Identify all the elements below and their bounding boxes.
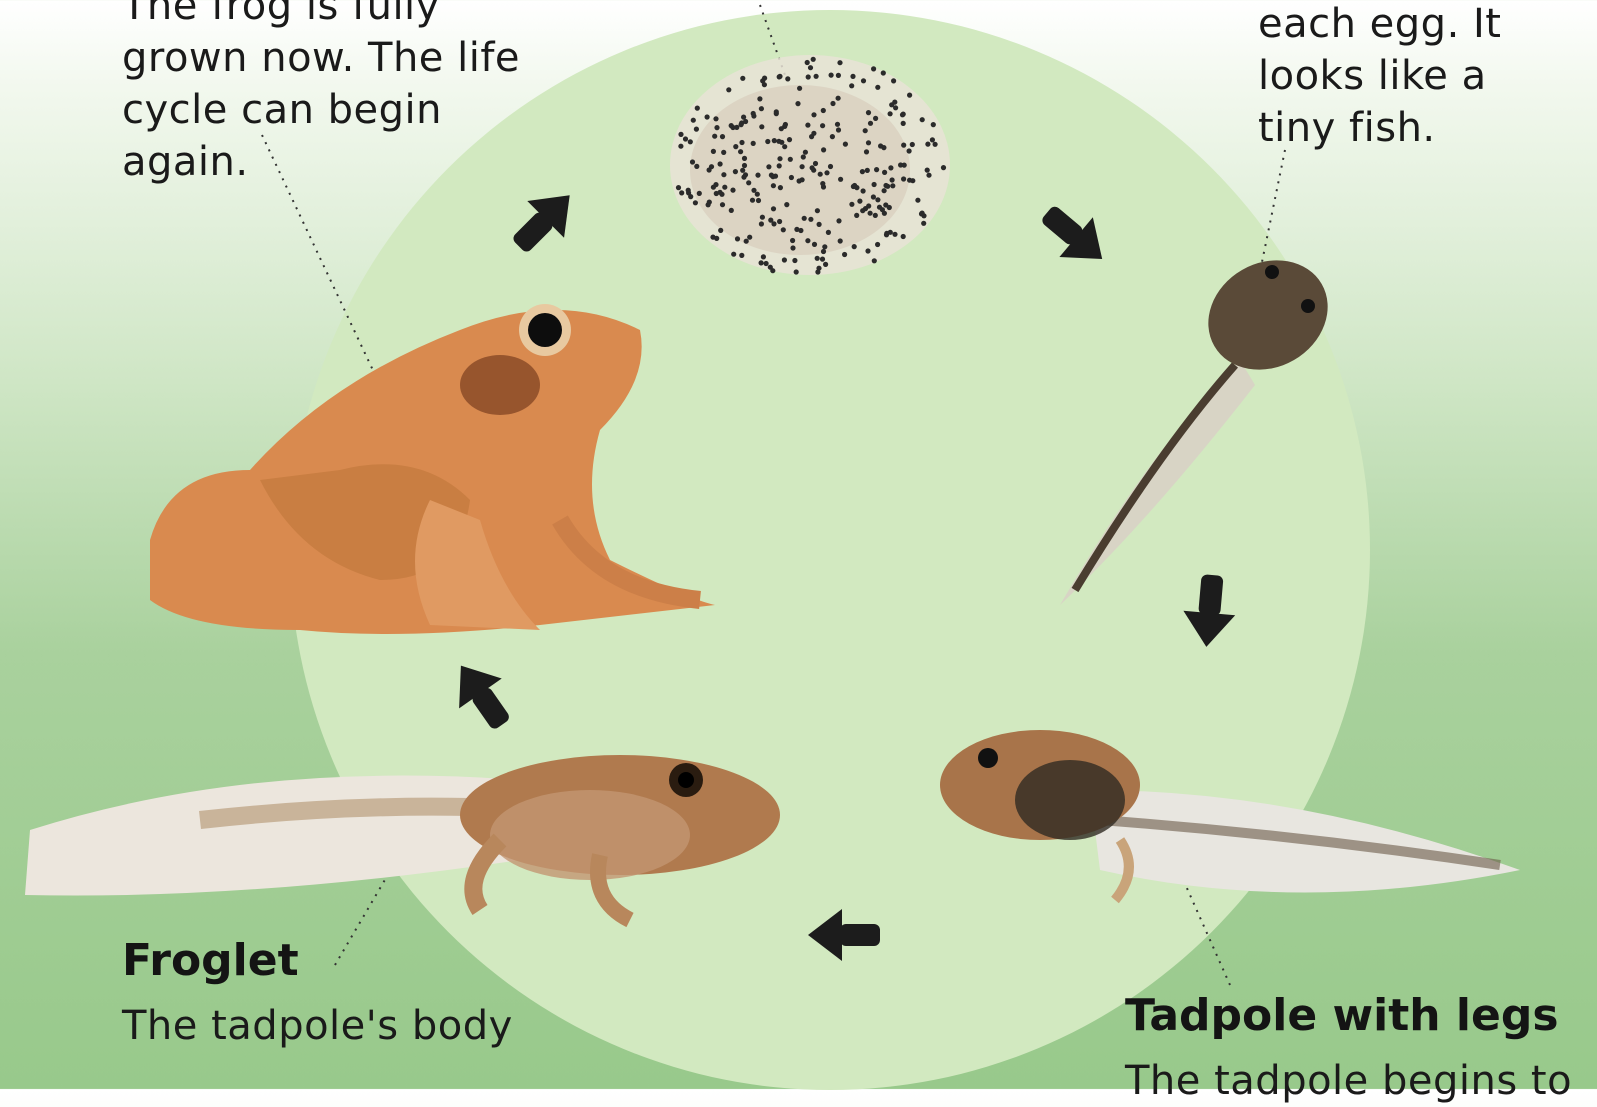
arrow-froglet-to-frog xyxy=(440,651,524,740)
arrow-spawn-to-hatchling xyxy=(1030,193,1119,279)
adult-frog-image xyxy=(150,304,715,634)
frogspawn-image xyxy=(670,55,950,275)
arrow-hatchling-to-legs xyxy=(1180,573,1238,649)
arrow-frog-to-spawn xyxy=(500,177,588,265)
hatchling-leader-line xyxy=(1262,150,1285,262)
arrow-legs-to-froglet xyxy=(808,909,880,961)
tadpole-with-legs-image xyxy=(940,730,1520,900)
froglet-image xyxy=(25,755,780,920)
hatchling-tadpole-image xyxy=(1060,239,1348,605)
